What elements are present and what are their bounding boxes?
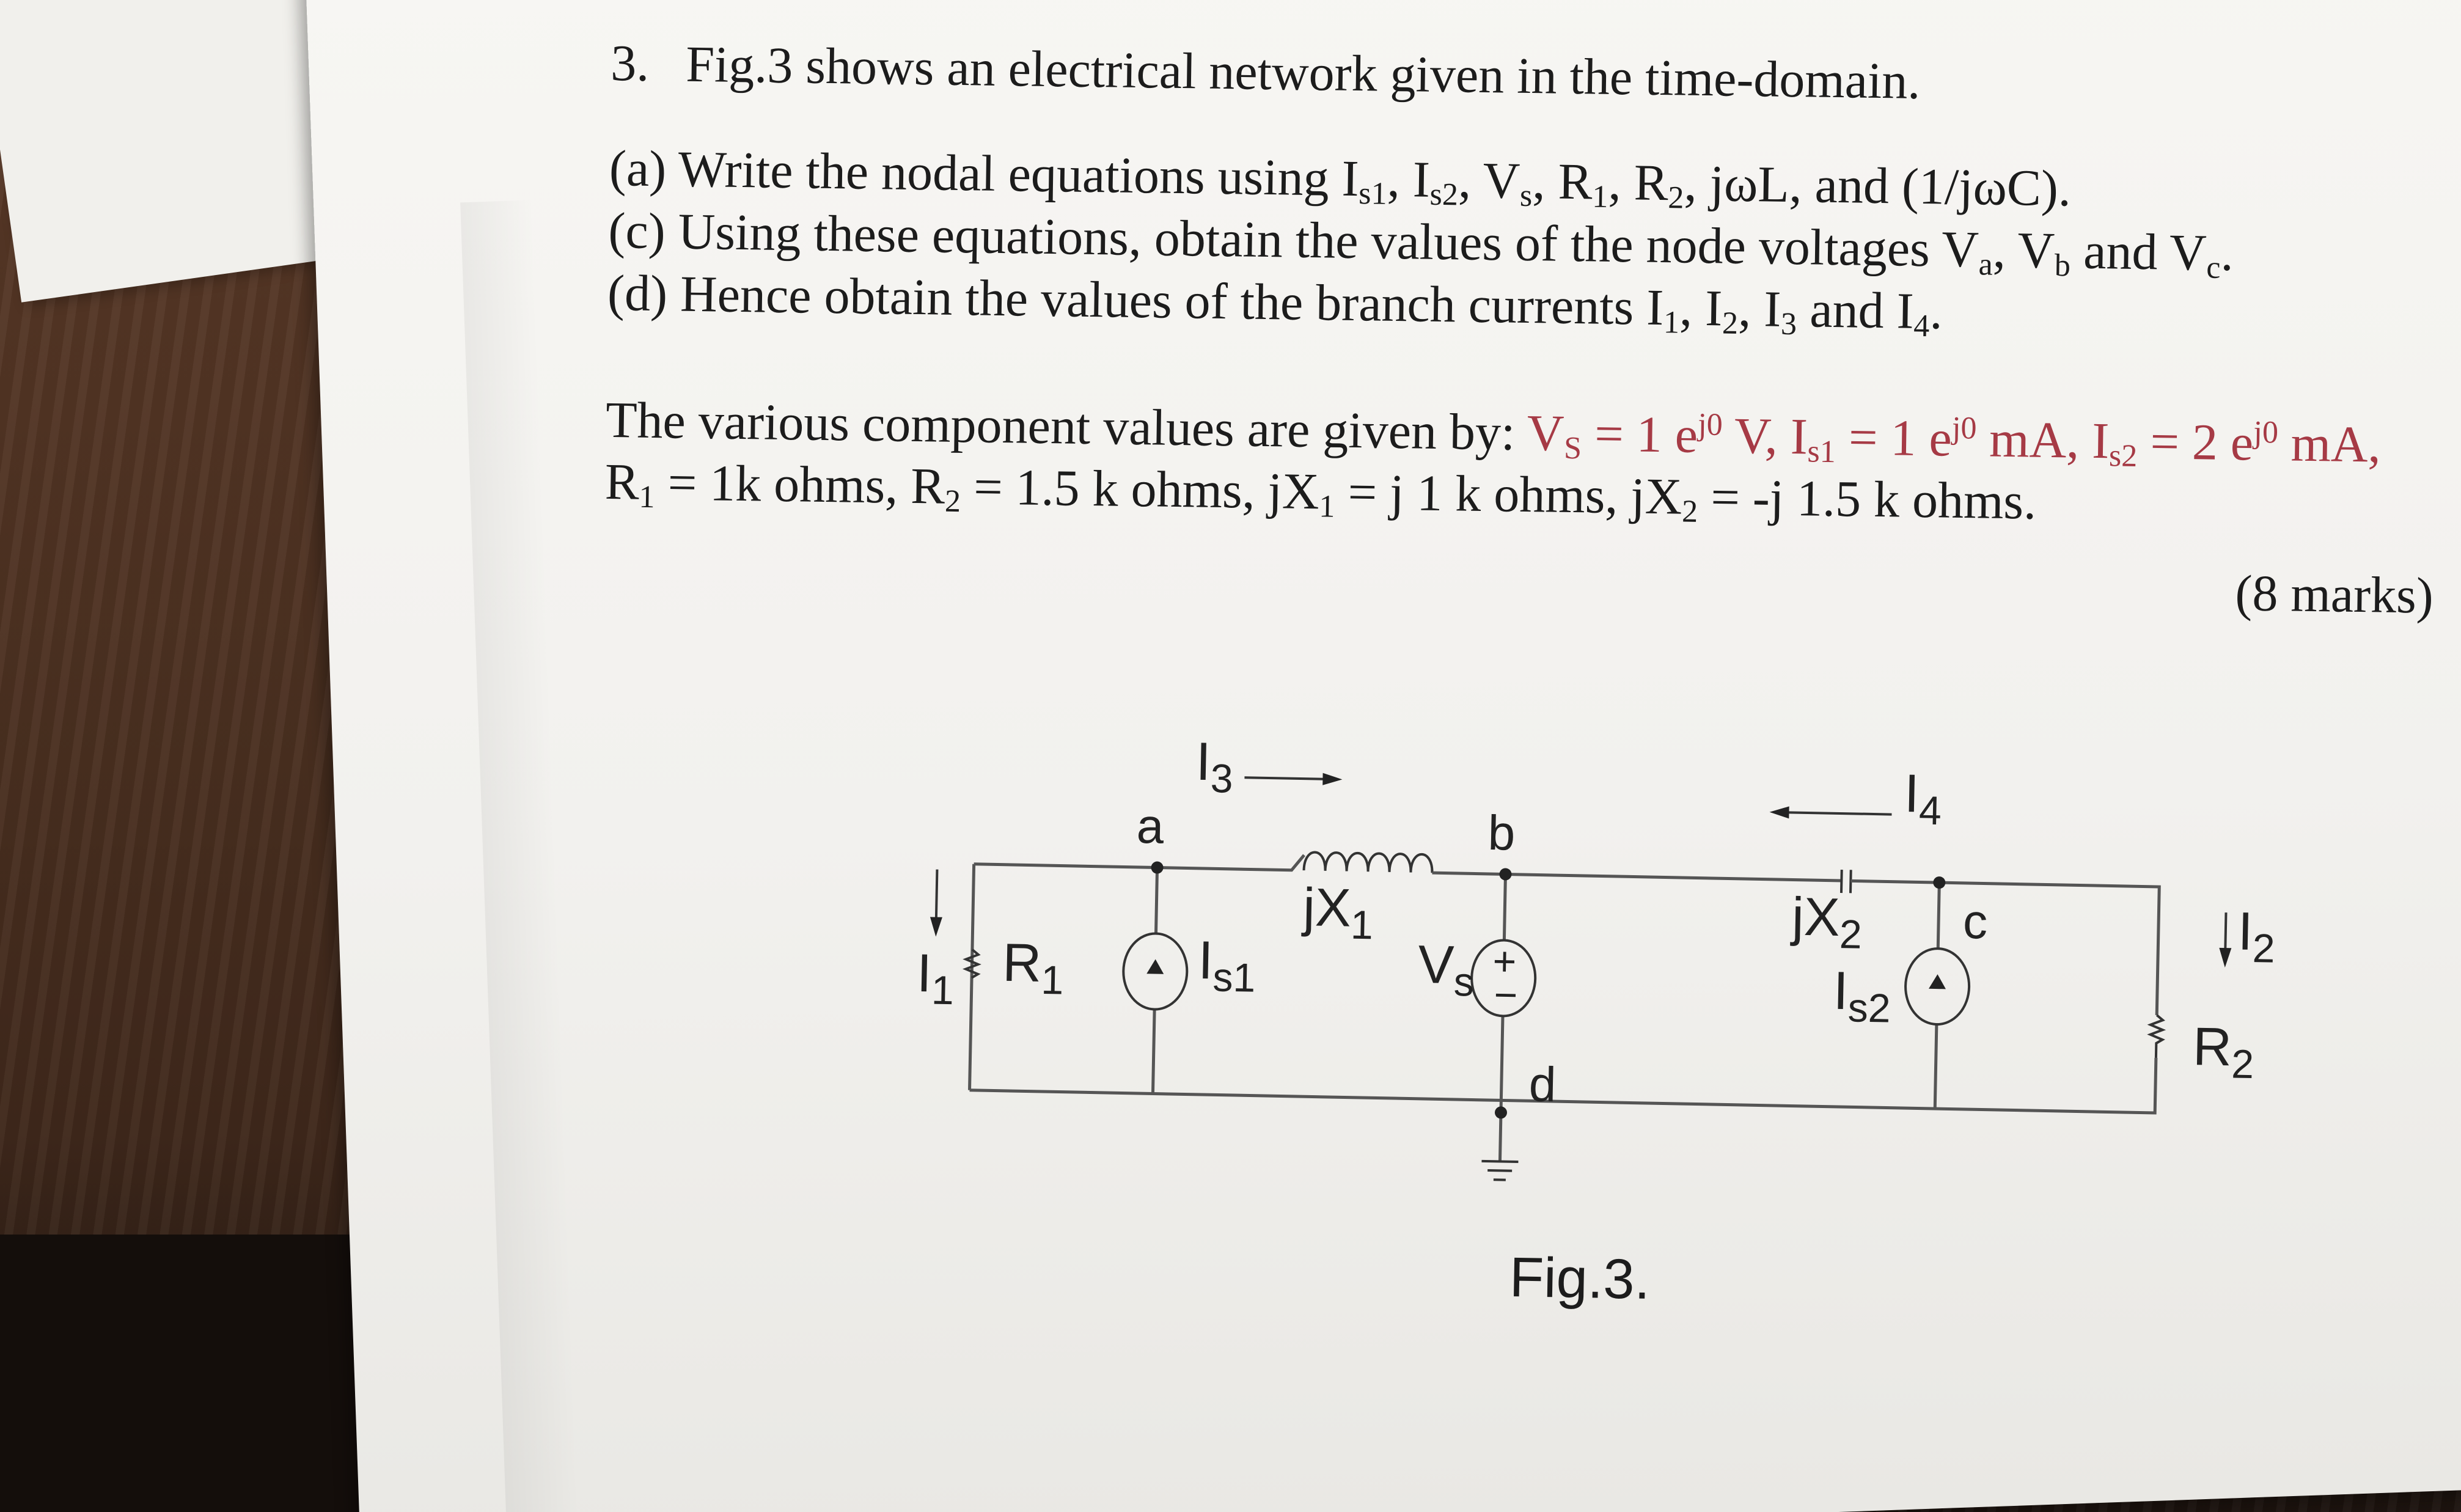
- source-values: VS = 1 ej0 V, Is1 = 1 ej0 mA, Is2 = 2 ej…: [1527, 405, 2382, 474]
- subscript: s2: [1429, 177, 1459, 213]
- current-source-is1: [1122, 932, 1189, 1011]
- subscript: 1: [639, 479, 655, 515]
- subscript: b: [2054, 248, 2071, 284]
- current-source-is2: [1904, 947, 1971, 1026]
- paper-shading: [460, 200, 581, 1512]
- subscript: 1: [1318, 489, 1335, 524]
- i3-arrowhead-icon: [1322, 773, 1343, 785]
- i1-arrow-icon: [934, 869, 939, 919]
- subscript: 3: [1780, 306, 1797, 342]
- subscript: s1: [1807, 434, 1836, 470]
- label-is2: Is2: [1833, 960, 1891, 1031]
- subscript: s2: [2108, 438, 2138, 474]
- subscript: 2: [1722, 306, 1739, 341]
- bottom-wire: [969, 1057, 2158, 1115]
- ground-icon: [1481, 1159, 1519, 1181]
- is2-arrow-icon: [1928, 974, 1946, 989]
- vs-minus-sign: −: [1494, 972, 1518, 1018]
- subscript: 2: [944, 483, 961, 519]
- top-left-wire: [974, 854, 1305, 872]
- vs-plus-sign: +: [1492, 938, 1517, 984]
- label-i1: I1: [916, 942, 955, 1013]
- superscript: j0: [2253, 415, 2279, 450]
- i1-arrowhead-icon: [930, 917, 942, 937]
- subscript: 2: [1667, 180, 1684, 216]
- node-a-dot: [1151, 861, 1164, 874]
- top-middle-wire: [1432, 871, 1842, 883]
- superscript: j0: [1697, 407, 1723, 443]
- subscript: 4: [1913, 308, 1930, 343]
- label-i2: I2: [2237, 901, 2276, 971]
- part-label: (a): [609, 140, 667, 198]
- subscript: 1: [1591, 179, 1608, 215]
- question-block: 3.Fig.3 shows an electrical network give…: [604, 35, 2444, 625]
- label-i3: I3: [1195, 731, 1234, 801]
- i3-arrow-icon: [1244, 776, 1324, 780]
- question-number: 3.: [610, 35, 650, 92]
- i2-arrow-icon: [2224, 912, 2228, 950]
- capacitor-jx2: [1839, 870, 1852, 894]
- label-jx2: jX2: [1789, 886, 1863, 956]
- node-c-label: c: [1962, 894, 1988, 949]
- is1-arrow-icon: [1146, 959, 1164, 974]
- node-b-label: b: [1487, 806, 1516, 861]
- label-i4: I4: [1904, 763, 1942, 833]
- superscript: j0: [1951, 411, 1977, 446]
- top-right-wire: [1850, 879, 2161, 1016]
- subscript: s: [1519, 178, 1533, 214]
- voltage-source-vs: [1470, 939, 1537, 1018]
- subscript: c: [2206, 250, 2221, 285]
- subscript: 1: [1663, 304, 1680, 340]
- node-c-dot: [1933, 876, 1946, 889]
- resistor-r2: [2147, 1014, 2166, 1059]
- node-d-dot: [1494, 1106, 1507, 1119]
- values-intro: The various component values are given b…: [605, 392, 1516, 461]
- branch-a: [1151, 867, 1159, 1094]
- subscript: a: [1978, 247, 1993, 282]
- node-d-label: d: [1528, 1057, 1557, 1112]
- component-values-paragraph: The various component values are given b…: [604, 392, 2440, 541]
- inductor-jx1: [1302, 851, 1434, 873]
- label-r1: R1: [1002, 932, 1064, 1003]
- dark-shadow-corner: [0, 1235, 367, 1512]
- resistor-r1: [962, 949, 981, 979]
- circuit-svg: a b c d I3 I4 I1 I2 R1 R2 jX1 jX2 Is1 Is…: [916, 731, 2275, 1181]
- i4-arrowhead-icon: [1769, 806, 1789, 819]
- subscript: 2: [1681, 494, 1698, 530]
- part-label: (d): [607, 264, 668, 322]
- i2-arrowhead-icon: [2219, 947, 2232, 968]
- marks-label: (8 marks): [2234, 565, 2434, 625]
- figure-caption: Fig.3.: [1509, 1246, 1651, 1312]
- label-is1: Is1: [1197, 930, 1256, 1000]
- subscript: S: [1563, 431, 1582, 466]
- node-b-dot: [1499, 868, 1512, 881]
- label-jx1: jX1: [1300, 876, 1374, 947]
- label-vs: Vs: [1417, 934, 1475, 1005]
- i4-arrow-icon: [1788, 811, 1892, 816]
- part-label: (c): [607, 202, 666, 260]
- node-a-label: a: [1136, 799, 1165, 854]
- subscript: s1: [1358, 176, 1387, 211]
- label-r2: R2: [2192, 1016, 2254, 1087]
- circuit-diagram: a b c d I3 I4 I1 I2 R1 R2 jX1 jX2 Is1 Is…: [843, 660, 2275, 1335]
- question-parts-list: (a) Write the nodal equations using Is1,…: [607, 140, 2443, 350]
- branch-c: [1933, 883, 1941, 1109]
